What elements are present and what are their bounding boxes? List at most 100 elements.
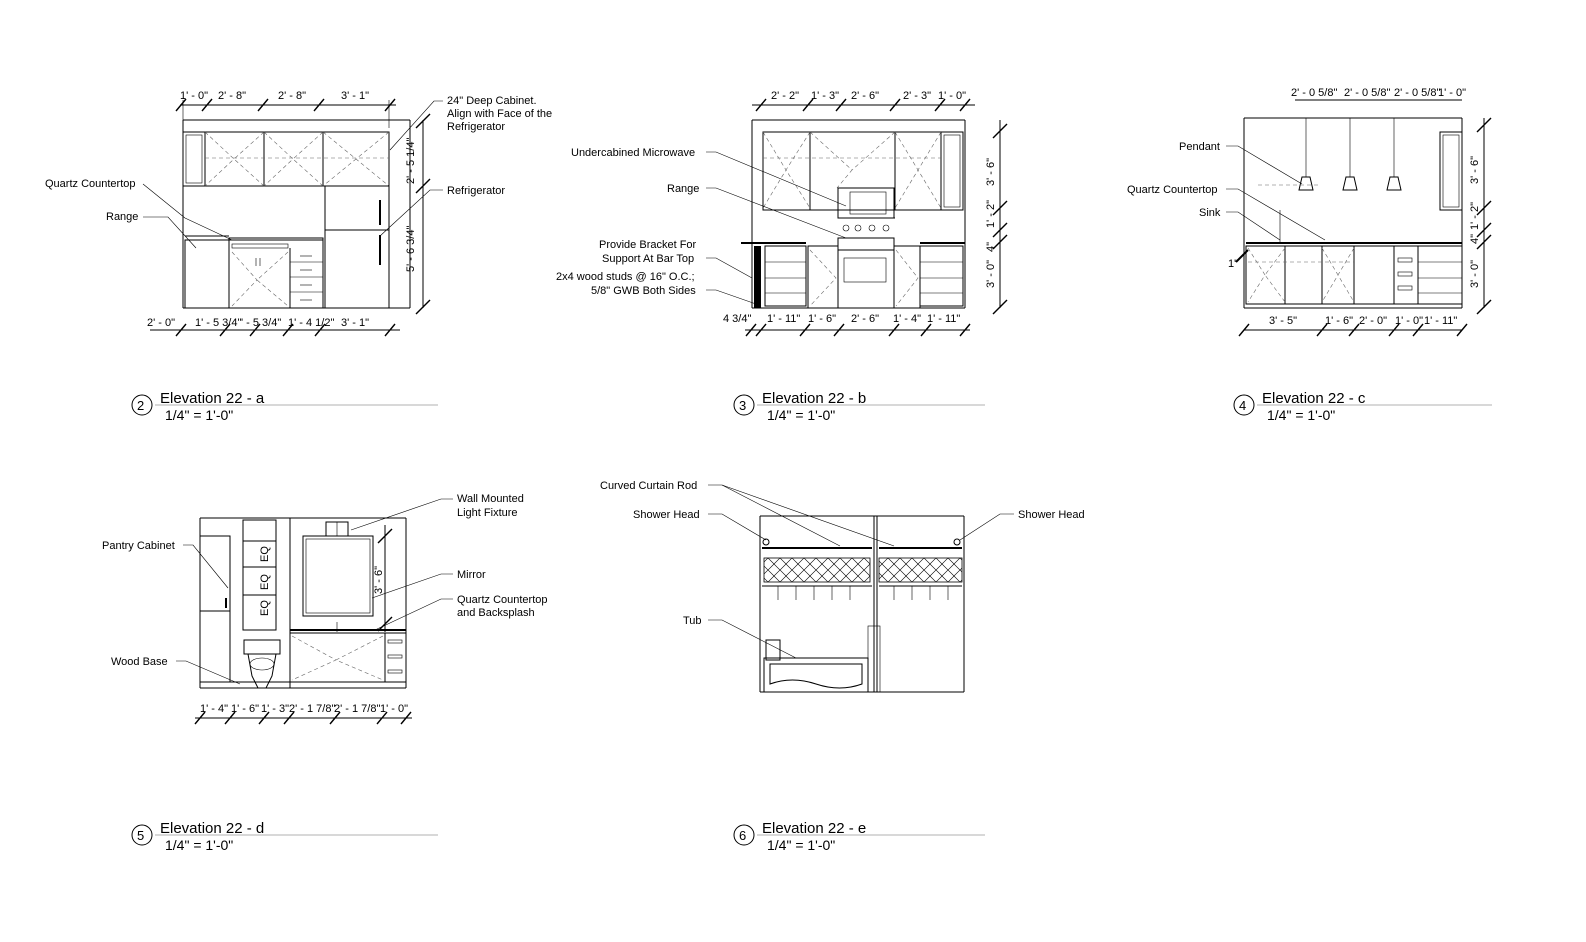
dim-c-top-3: 2' - 0 5/8" (1394, 87, 1440, 99)
dim-d-bottom-2: 1' - 6" (231, 703, 259, 715)
view-title-2: Elevation 22 - a (160, 390, 265, 407)
shower-head-right (953, 538, 961, 546)
note-e-shower-head-left: Shower Head (633, 509, 700, 521)
note-c-pendant: Pendant (1179, 141, 1220, 153)
note-a-deep-cabinet-2: Align with Face of the (447, 108, 552, 120)
dim-d-bottom-6: 1' - 0" (380, 703, 408, 715)
dim-b-bottom-5: 1' - 4" (893, 313, 921, 325)
eq-label-2: EQ (259, 574, 271, 590)
dim-b-bottom-4: 2' - 6" (851, 313, 879, 325)
dim-b-top-4: 2' - 3" (903, 90, 931, 102)
dim-b-top-5: 1' - 0" (938, 90, 966, 102)
note-b-bracket-1: Provide Bracket For (599, 239, 697, 251)
dim-a-bottom-2: 1' - 5 3/4" (195, 317, 241, 329)
note-b-microwave: Undercabined Microwave (571, 147, 695, 159)
note-d-light-fixture-1: Wall Mounted (457, 493, 524, 505)
note-a-range: Range (106, 211, 138, 223)
dim-a-bottom-5: 3' - 1" (341, 317, 369, 329)
dim-c-top-1: 2' - 0 5/8" (1291, 87, 1337, 99)
note-d-pantry-cabinet: Pantry Cabinet (102, 540, 175, 552)
dim-a-top-3: 2' - 8" (278, 90, 306, 102)
note-d-mirror: Mirror (457, 569, 486, 581)
refrigerator-a (324, 185, 390, 309)
upper-cabinet-left (182, 131, 206, 187)
tile-band-right (878, 557, 963, 583)
view-number-6: 6 (739, 828, 746, 843)
view-number-circle-4 (1233, 394, 1255, 416)
dim-b-bottom-6: 1' - 11" (927, 313, 960, 325)
dim-d-side-1: 3' - 6" (373, 566, 385, 594)
dim-b-bottom-3: 1' - 6" (808, 313, 836, 325)
view-number-circle-6 (733, 824, 755, 846)
note-a-refrigerator: Refrigerator (447, 185, 505, 197)
dim-c-side-4: 3' - 0" (1469, 260, 1481, 288)
dim-c-bottom-3: 2' - 0" (1359, 315, 1387, 327)
dim-a-bottom-1: 2' - 0" (147, 317, 175, 329)
elevation-22-b: 2' - 2" 1' - 3" 2' - 6" 2' - 3" 1' - 0" (556, 90, 1008, 423)
view-number-5: 5 (137, 828, 144, 843)
note-e-tub: Tub (683, 615, 702, 627)
note-a-quartz-countertop: Quartz Countertop (45, 178, 136, 190)
mirror (302, 535, 374, 617)
elevation-22-e: Curved Curtain Rod Shower Head Shower He… (600, 480, 1085, 853)
dim-c-bottom-2: 1' - 6" (1325, 315, 1353, 327)
dim-b-top-2: 1' - 3" (811, 90, 839, 102)
dim-c-bottom-1: 3' - 5" (1269, 315, 1297, 327)
view-title-3: Elevation 22 - b (762, 390, 866, 407)
dim-a-top-2: 2' - 8" (218, 90, 246, 102)
note-e-shower-head-right: Shower Head (1018, 509, 1085, 521)
view-scale-4: 1/4" = 1'-0" (1267, 407, 1335, 423)
view-scale-3: 1/4" = 1'-0" (767, 407, 835, 423)
elevation-22-d: EQ EQ EQ 3' - 6" 1' - 4" (102, 493, 548, 853)
view-number-3: 3 (739, 398, 746, 413)
dim-b-top-3: 2' - 6" (851, 90, 879, 102)
note-c-quartz-countertop: Quartz Countertop (1127, 184, 1218, 196)
dim-a-bottom-4: 1' - 4 1/2" (288, 317, 334, 329)
view-number-2: 2 (137, 398, 144, 413)
dim-c-top-4: 1' - 0" (1438, 87, 1466, 99)
note-e-curtain-rod: Curved Curtain Rod (600, 480, 697, 492)
range-a (184, 239, 230, 309)
eq-label-3: EQ (259, 600, 271, 616)
note-b-range: Range (667, 183, 699, 195)
dim-d-bottom-1: 1' - 4" (200, 703, 228, 715)
shower-head-left (762, 538, 770, 546)
view-scale-2: 1/4" = 1'-0" (165, 407, 233, 423)
tile-band-left (763, 557, 871, 583)
dim-a-top-4: 3' - 1" (341, 90, 369, 102)
note-b-studs-1: 2x4 wood studs @ 16" O.C.; (556, 271, 695, 283)
view-scale-6: 1/4" = 1'-0" (767, 837, 835, 853)
dim-b-top-1: 2' - 2" (771, 90, 799, 102)
note-d-wood-base: Wood Base (111, 656, 168, 668)
view-number-circle-3 (733, 394, 755, 416)
dim-b-side-4: 3' - 0" (985, 260, 997, 288)
note-a-deep-cabinet-1: 24" Deep Cabinet. (447, 95, 537, 107)
toilet (243, 639, 281, 689)
view-scale-5: 1/4" = 1'-0" (165, 837, 233, 853)
upper-cabinets (204, 131, 390, 187)
note-d-countertop-2: and Backsplash (457, 607, 535, 619)
dim-a-side-1: 2' - 5 1/4" (405, 138, 417, 184)
note-d-countertop-1: Quartz Countertop (457, 594, 548, 606)
note-b-bracket-2: Support At Bar Top (602, 253, 694, 265)
dim-c-side-2: 1' - 2" (1469, 202, 1481, 230)
note-c-sink: Sink (1199, 207, 1221, 219)
note-d-light-fixture-2: Light Fixture (457, 507, 518, 519)
dim-a-top-1: 1' - 0" (180, 90, 208, 102)
elevation-22-c: 2' - 0 5/8" 2' - 0 5/8" 2' - 0 5/8" 1' -… (1127, 87, 1492, 423)
eq-label-1: EQ (259, 546, 271, 562)
pendant-lights (1258, 118, 1402, 191)
dim-d-bottom-4: 2' - 1 7/8" (289, 703, 335, 715)
stud-wall (754, 246, 761, 308)
view-title-6: Elevation 22 - e (762, 820, 866, 837)
bathtub (763, 639, 869, 693)
note-b-studs-2: 5/8" GWB Both Sides (591, 285, 696, 297)
dim-c-left: 1" (1228, 258, 1238, 270)
dim-a-bottom-3: ' - 5 3/4" (241, 317, 281, 329)
view-number-circle-5 (131, 824, 153, 846)
dim-a-side-2: 5' - 6 3/4" (405, 226, 417, 272)
dim-b-side-1: 3' - 6" (985, 158, 997, 186)
view-title-4: Elevation 22 - c (1262, 390, 1366, 407)
pantry-cabinet (199, 535, 231, 683)
